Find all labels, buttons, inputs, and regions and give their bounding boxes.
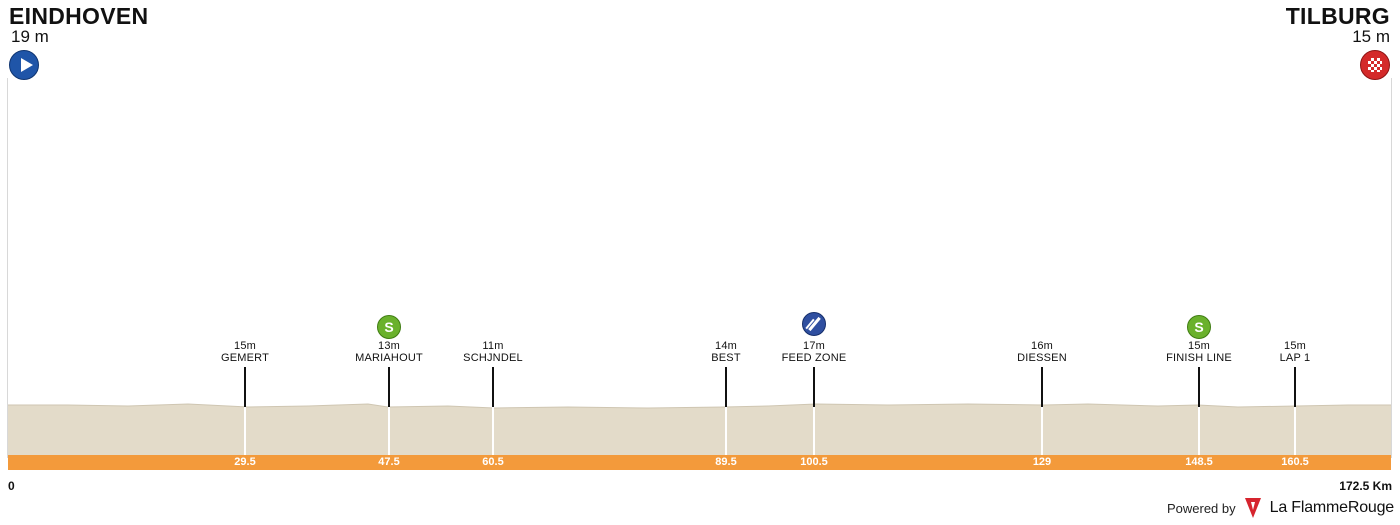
- marker-km-label: 129: [1032, 456, 1052, 468]
- marker-name: DIESSEN: [1017, 352, 1067, 364]
- marker-altitude: 15m: [234, 340, 256, 352]
- marker-altitude: 17m: [803, 340, 825, 352]
- marker-line-lower: [1041, 407, 1043, 455]
- marker-line-lower: [244, 407, 246, 455]
- marker-line: [244, 367, 246, 407]
- start-altitude: 19 m: [11, 27, 49, 46]
- marker-altitude: 15m: [1284, 340, 1306, 352]
- marker-altitude: 11m: [482, 340, 504, 352]
- marker-km-label: 89.5: [715, 456, 737, 468]
- marker-altitude: 13m: [378, 340, 400, 352]
- marker-line: [388, 367, 390, 407]
- marker-name: FEED ZONE: [781, 352, 847, 364]
- marker-line: [813, 367, 815, 407]
- marker-line: [725, 367, 727, 407]
- distance-bar: [8, 455, 1391, 470]
- right-frame-line: [1391, 78, 1392, 458]
- feed-zone-icon: [802, 312, 826, 336]
- distance-end-label: 172.5 Km: [1339, 479, 1392, 493]
- marker-name: FINISH LINE: [1166, 352, 1232, 364]
- marker-line: [1198, 367, 1200, 407]
- marker-km-label: 60.5: [482, 456, 504, 468]
- marker-altitude: 14m: [715, 340, 737, 352]
- marker-line-lower: [725, 407, 727, 455]
- marker-name: BEST: [711, 352, 741, 364]
- marker-line: [492, 367, 494, 407]
- start-play-icon: [9, 50, 39, 80]
- marker-km-label: 100.5: [800, 456, 828, 468]
- marker-altitude: 15m: [1188, 340, 1210, 352]
- sprint-icon: S: [1187, 315, 1211, 339]
- marker-line: [1294, 367, 1296, 407]
- sprint-icon: S: [377, 315, 401, 339]
- distance-start-label: 0: [8, 479, 15, 493]
- marker-km-label: 29.5: [234, 456, 256, 468]
- finish-altitude: 15 m: [1352, 27, 1390, 46]
- marker-altitude: 16m: [1031, 340, 1053, 352]
- marker-name: MARIAHOUT: [355, 352, 423, 364]
- marker-name: GEMERT: [220, 352, 270, 364]
- powered-by: Powered by La FlammeRouge: [1167, 497, 1394, 519]
- marker-line-lower: [1294, 407, 1296, 455]
- flamme-rouge-logo-icon: [1244, 498, 1261, 518]
- elevation-profile: [8, 403, 1391, 457]
- terrain-area: [8, 404, 1391, 457]
- marker-km-label: 148.5: [1185, 456, 1213, 468]
- finish-city-name: TILBURG: [1285, 3, 1390, 29]
- marker-km-label: 47.5: [378, 456, 400, 468]
- marker-line-lower: [492, 407, 494, 455]
- powered-by-text: Powered by: [1166, 500, 1236, 516]
- finish-flag-icon: [1360, 50, 1390, 80]
- marker-line-lower: [813, 407, 815, 455]
- marker-line-lower: [388, 407, 390, 455]
- marker-line-lower: [1198, 407, 1200, 455]
- marker-name: SCHJNDEL: [463, 352, 523, 364]
- start-city-name: EINDHOVEN: [9, 3, 149, 29]
- brand-name: La FlammeRouge: [1269, 499, 1395, 516]
- marker-line: [1041, 367, 1043, 407]
- marker-name: LAP 1: [1279, 352, 1311, 364]
- left-frame-line: [7, 78, 8, 458]
- marker-km-label: 160.5: [1281, 456, 1309, 468]
